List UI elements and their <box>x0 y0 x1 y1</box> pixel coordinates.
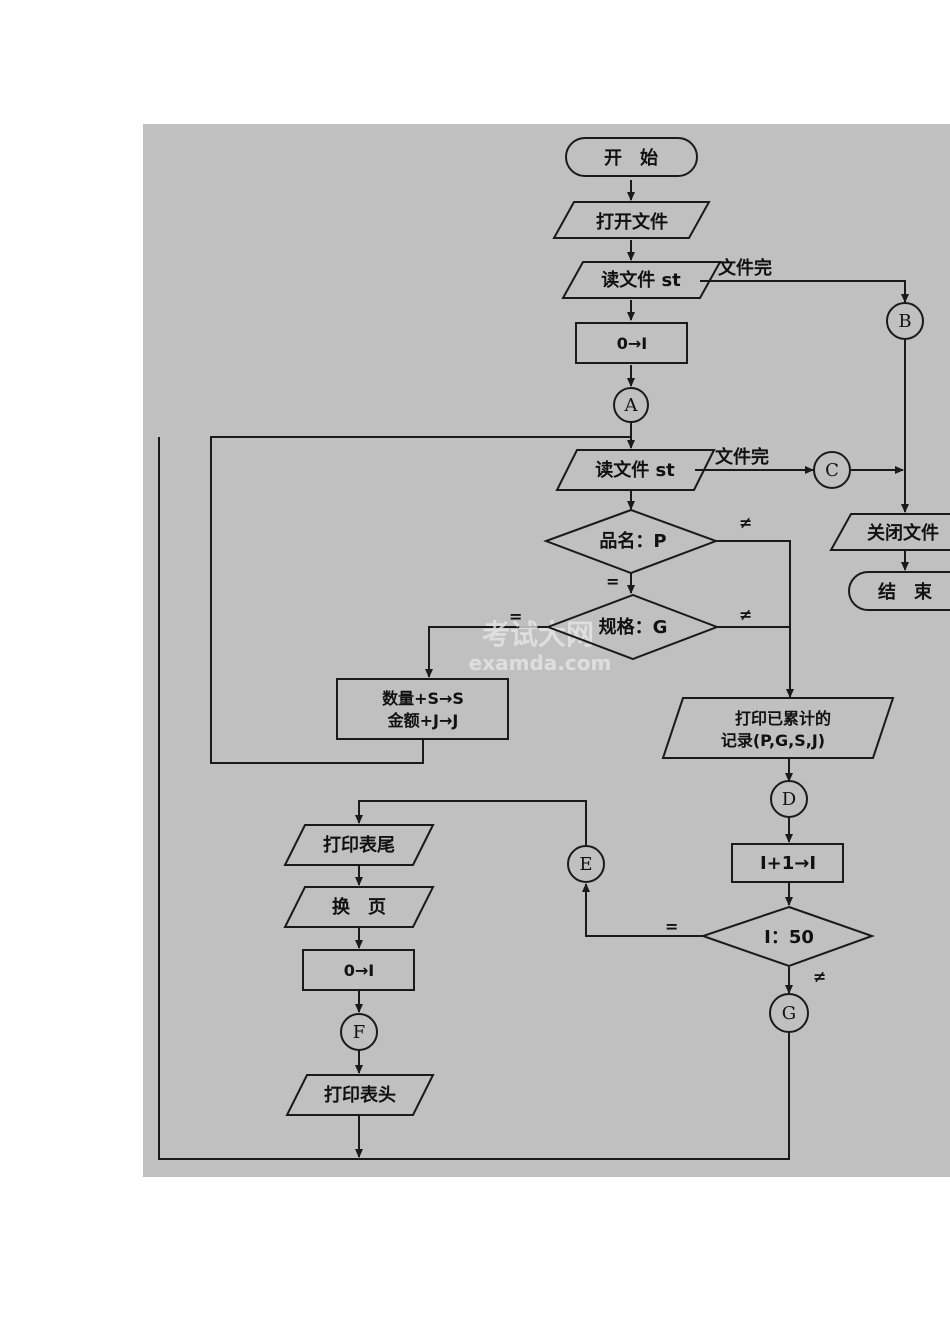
flowchart-diagram: 考试大网 examda.com 开 始 打开文件 读文件 st 文件完 0→I … <box>158 137 950 1160</box>
decision-name: 品名：P <box>543 508 719 575</box>
connector-g-label: G <box>782 1003 796 1024</box>
connector-e-label: E <box>579 854 592 875</box>
end-terminal: 结 束 <box>848 571 950 611</box>
init-counter-1-label: 0→I <box>617 334 648 353</box>
decision-name-eq-label: = <box>606 572 619 591</box>
connector-c-label: C <box>825 460 839 481</box>
init-counter-1-process: 0→I <box>575 322 688 364</box>
edge-g-loop <box>359 1033 790 1160</box>
edge-count-eq <box>582 883 703 937</box>
connector-d: D <box>770 780 808 818</box>
connector-f-label: F <box>353 1022 366 1043</box>
decision-count-label: I：50 <box>764 927 814 948</box>
page-break-label: 换 页 <box>332 896 386 918</box>
read-file-1-label: 读文件 st <box>601 269 681 291</box>
connector-d-label: D <box>782 789 796 810</box>
close-file-label: 关闭文件 <box>867 522 939 544</box>
edge-spec-eq <box>425 626 548 678</box>
flowchart-canvas: 考试大网 examda.com 开 始 打开文件 读文件 st 文件完 0→I … <box>143 124 950 1177</box>
edge-outer-loop <box>158 437 359 1160</box>
edge-e-footer <box>355 800 587 845</box>
edge-name-ne <box>716 540 794 698</box>
open-file-io: 打开文件 <box>552 201 711 239</box>
connector-f: F <box>340 1013 378 1051</box>
connector-e: E <box>567 845 605 883</box>
print-footer-label: 打印表尾 <box>323 834 395 856</box>
decision-spec-eq-label: = <box>509 607 522 626</box>
file-end-1-label: 文件完 <box>718 257 772 279</box>
open-file-label: 打开文件 <box>596 211 668 233</box>
file-end-2-label: 文件完 <box>715 446 769 468</box>
increment-process: I+1→I <box>731 843 844 883</box>
connector-a: A <box>613 387 649 423</box>
decision-spec-label: 规格：G <box>599 616 668 638</box>
print-footer-io: 打印表尾 <box>283 824 435 866</box>
connector-g: G <box>769 993 809 1033</box>
decision-name-ne-label: ≠ <box>739 513 752 532</box>
increment-label: I+1→I <box>760 853 816 874</box>
accumulate-line1: 数量+S→S <box>382 689 464 708</box>
print-header-io: 打印表头 <box>285 1074 435 1116</box>
read-file-io-2: 读文件 st <box>555 449 716 491</box>
print-header-label: 打印表头 <box>324 1084 396 1106</box>
read-file-io-1: 读文件 st <box>561 261 722 299</box>
connector-c: C <box>813 451 851 489</box>
accumulate-line2: 金额+J→J <box>387 711 459 730</box>
print-record-io: 打印已累计的 记录(P,G,S,J) <box>661 697 895 759</box>
connector-b-label: B <box>898 311 911 332</box>
start-terminal: 开 始 <box>565 137 698 177</box>
init-counter-2-process: 0→I <box>302 949 415 991</box>
decision-name-label: 品名：P <box>599 530 666 552</box>
decision-spec: 规格：G <box>545 593 720 661</box>
decision-count: I：50 <box>699 905 875 968</box>
page-break-io: 换 页 <box>283 886 435 928</box>
decision-count-ne-label: ≠ <box>813 967 826 986</box>
close-file-io: 关闭文件 <box>829 513 950 551</box>
connector-b: B <box>886 302 924 340</box>
connector-a-label: A <box>624 395 639 416</box>
init-counter-2-label: 0→I <box>344 961 375 980</box>
print-record-line2: 记录(P,G,S,J) <box>721 731 825 750</box>
decision-count-eq-label: = <box>665 917 678 936</box>
read-file-2-label: 读文件 st <box>595 459 675 481</box>
edge-accumulate-loop <box>210 436 631 764</box>
end-label: 结 束 <box>878 581 933 603</box>
print-record-line1: 打印已累计的 <box>735 709 831 728</box>
watermark-cn: 考试大网 <box>482 618 594 651</box>
edge-read1-to-b <box>700 280 909 303</box>
accumulate-process: 数量+S→S 金额+J→J <box>336 678 509 740</box>
decision-spec-ne-label: ≠ <box>739 605 752 624</box>
watermark-en: examda.com <box>469 651 612 675</box>
start-label: 开 始 <box>604 147 658 169</box>
